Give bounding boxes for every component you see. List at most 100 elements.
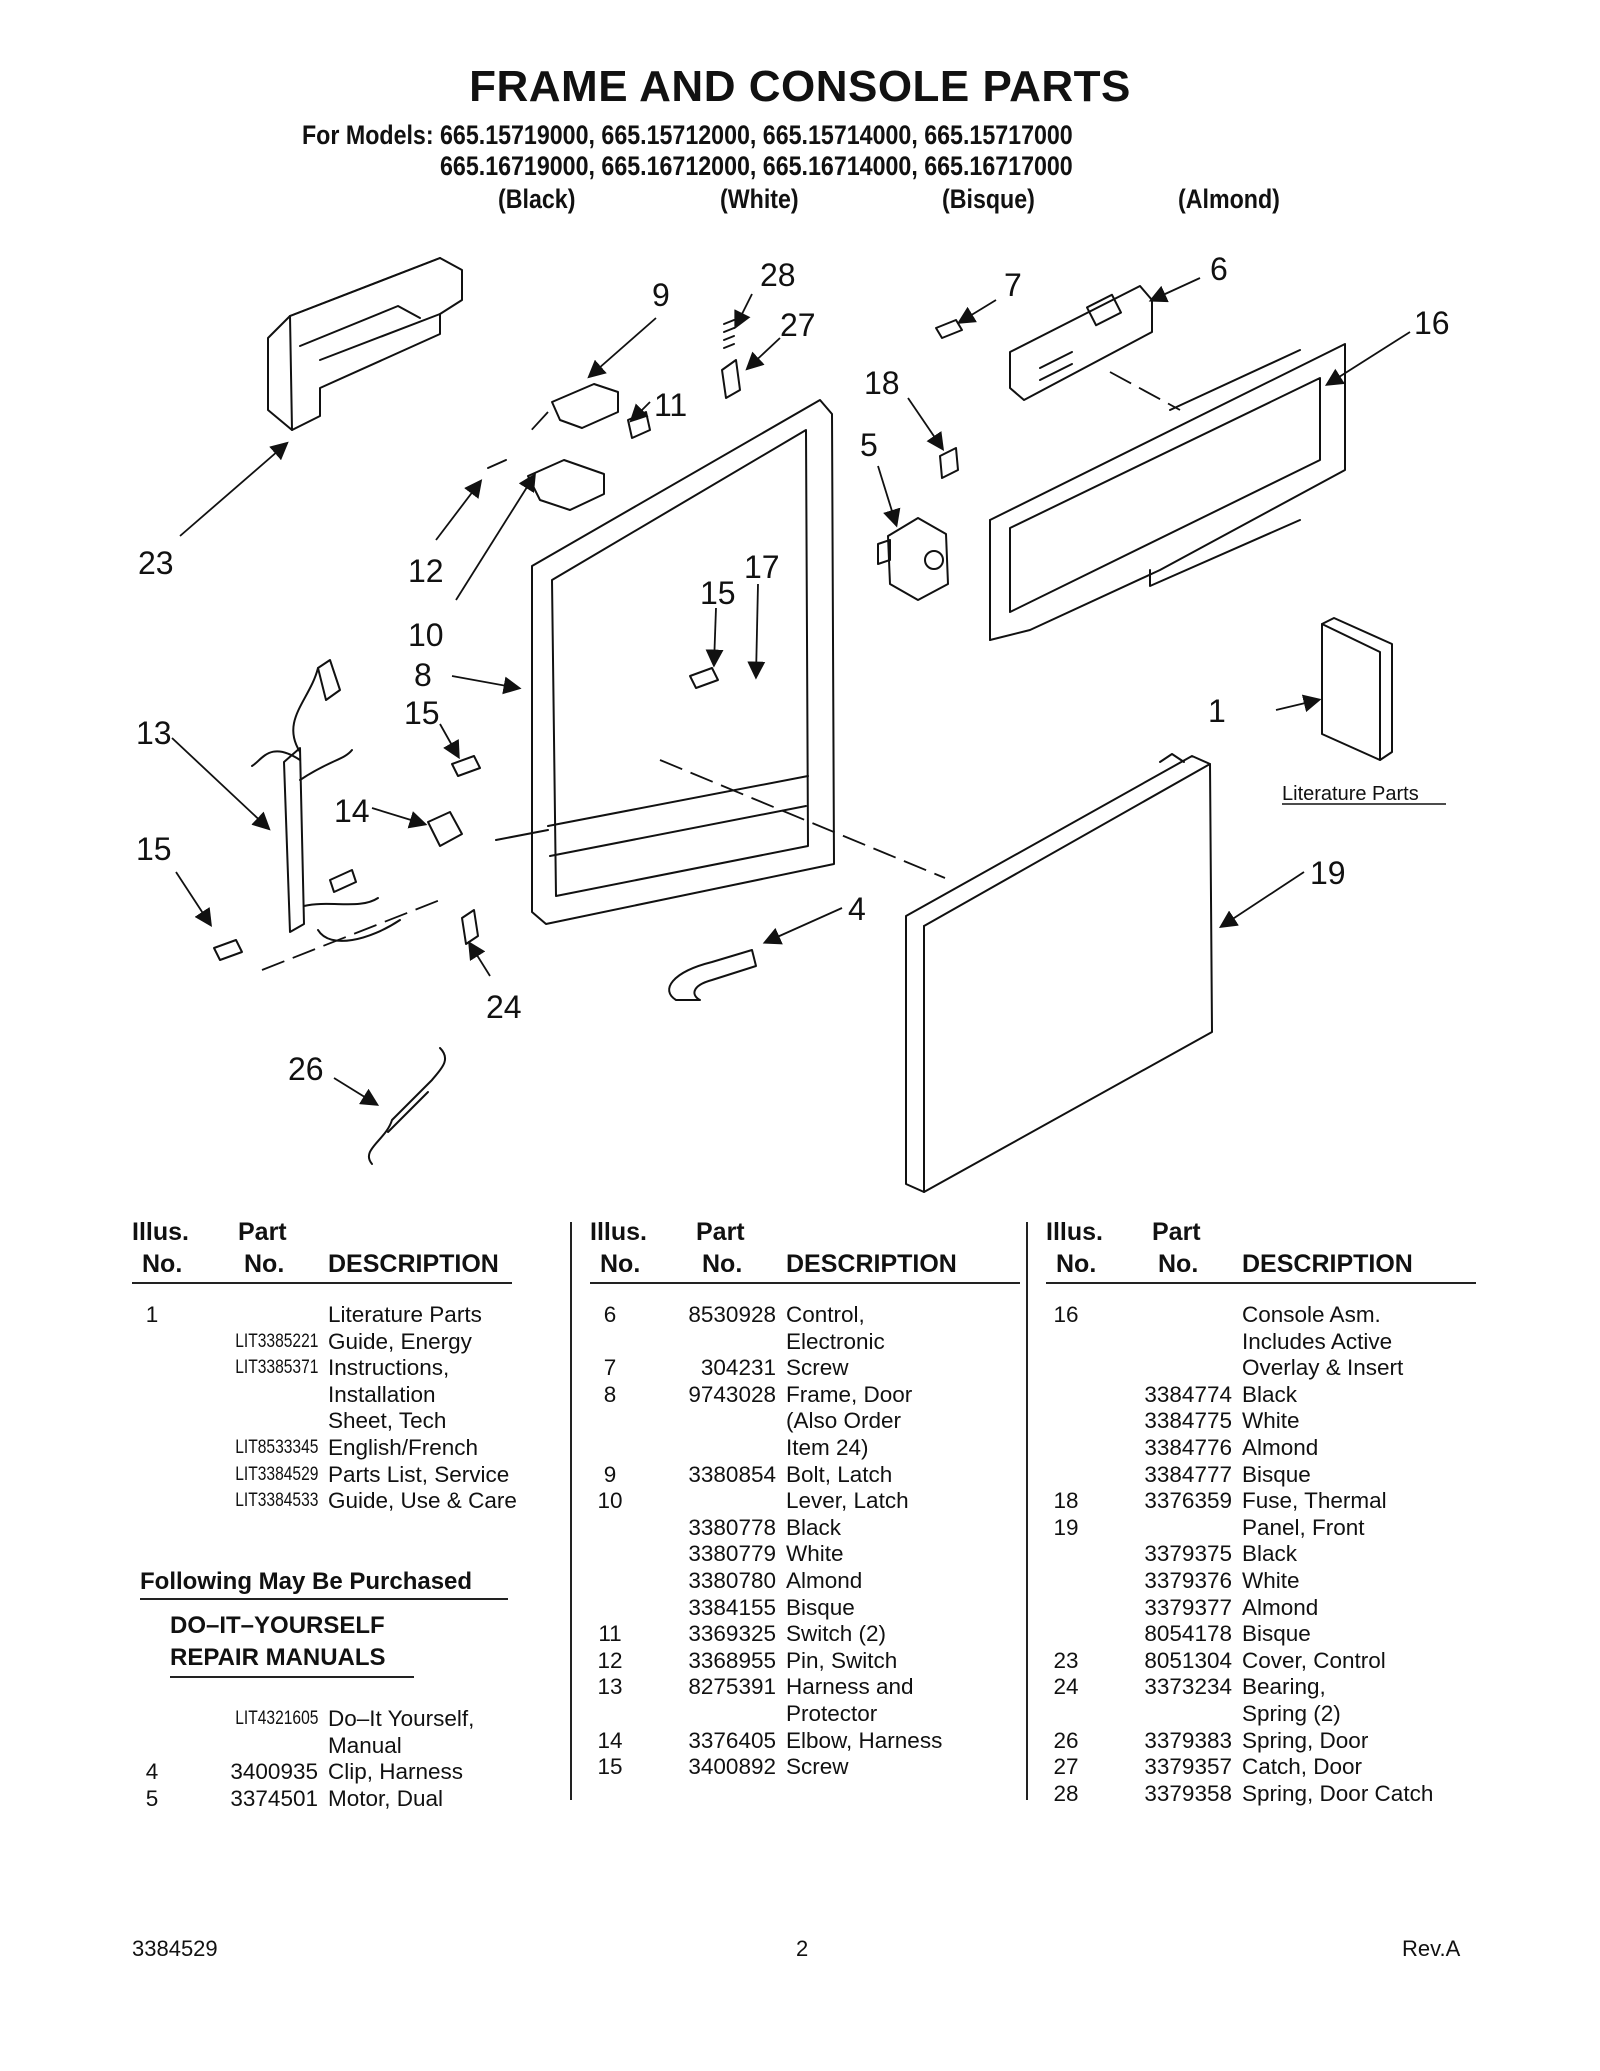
illus-number: 24 [1053,1674,1079,1700]
illus-number: 7 [603,1355,617,1381]
part-number: 3380779 [688,1541,776,1567]
callout-1: 1 [1208,693,1226,729]
part-description: Electronic [786,1328,885,1354]
table-row: Electronic [590,1329,1020,1356]
part-number: 8051304 [1144,1647,1232,1673]
part-description: Clip, Harness [328,1759,464,1785]
table-row: 3380779 White [590,1541,1020,1568]
part-number: 3380780 [688,1567,776,1593]
harness-elbow-part [427,811,463,847]
table-row: Item 24) [590,1435,1020,1462]
part-description: Motor, Dual [328,1785,444,1811]
part-description: Catch, Door [1242,1754,1363,1780]
part-number: 8530928 [688,1302,776,1327]
table-row: (Also Order [590,1408,1020,1435]
part-description: Elbow, Harness [786,1727,943,1753]
switch-pin-part [487,459,507,469]
spring-bearing-part [461,909,479,945]
part-description: Bolt, Latch [786,1461,893,1487]
door-catch-part [721,359,741,399]
callout-15-c: 15 [136,831,172,867]
table-header-2: Illus. No. Part No. DESCRIPTION [590,1218,1020,1284]
callout-13: 13 [136,715,172,751]
harness-part [251,659,401,942]
part-number: 8054178 [1144,1621,1232,1647]
table-row: 3380780 Almond [590,1568,1020,1595]
illus-number: 11 [598,1621,622,1647]
document-number: 3384529 [132,1936,218,1961]
part-description: Console Asm. [1242,1302,1381,1327]
table-row: 8054178 Bisque [1046,1621,1476,1648]
screw-7-part [935,319,963,339]
part-description: Parts List, Service [328,1461,510,1487]
part-description: Black [1242,1541,1298,1567]
diy-heading-line-2: REPAIR MANUALS [170,1644,386,1671]
electronic-control-part [1009,285,1153,401]
part-number: 3384774 [1144,1381,1232,1407]
callout-12: 12 [408,553,444,589]
callout-28: 28 [760,257,796,293]
part-number: 3384155 [688,1594,776,1620]
part-number: LIT8533345 [234,1436,318,1458]
table-row: Spring (2) [1046,1701,1476,1728]
illus-number: 13 [597,1674,623,1700]
part-description: Bisque [1242,1621,1311,1647]
part-number: LIT4321605 [234,1708,318,1729]
part-description: Manual [328,1732,402,1758]
revision: Rev.A [1402,1936,1461,1961]
callout-18: 18 [864,365,900,401]
part-number: 3379383 [1144,1727,1232,1753]
part-description: Bisque [1242,1461,1311,1487]
part-description: Almond [786,1567,863,1593]
part-description: Almond [1242,1594,1319,1620]
table-row: Sheet, Tech [132,1408,512,1435]
front-panel-part [905,753,1213,1193]
part-number: LIT3385371 [234,1357,318,1379]
part-description: Spring, Door Catch [1242,1780,1434,1806]
part-description: White [786,1541,844,1567]
part-description: Do–It Yourself, [328,1706,475,1731]
illus-number: 10 [597,1488,623,1514]
models-row-1: 665.15719000, 665.15712000, 665.15714000… [440,120,1073,150]
motor-part [877,517,949,601]
illus-number: 8 [603,1381,617,1407]
color-almond: (Almond) [1178,184,1280,214]
color-white: (White) [720,184,799,214]
illus-number: 19 [1053,1514,1079,1540]
part-number: LIT3384533 [234,1490,318,1512]
part-number: 3380854 [688,1461,776,1487]
part-description: Control, [786,1302,865,1327]
part-description: Installation [328,1381,436,1407]
screw-15-part-c [213,939,243,961]
illus-number: 16 [1053,1302,1079,1327]
callout-14: 14 [334,793,370,829]
illus-number: 9 [603,1461,617,1487]
part-description: Panel, Front [1242,1514,1365,1540]
part-number: 3384777 [1144,1461,1232,1487]
part-number: 3374501 [230,1785,318,1811]
harness-clip-part [668,949,757,1001]
illus-number: 15 [597,1754,623,1780]
part-description: Pin, Switch [786,1647,898,1673]
illus-number: 27 [1053,1754,1079,1780]
part-number: 3369325 [688,1621,776,1647]
